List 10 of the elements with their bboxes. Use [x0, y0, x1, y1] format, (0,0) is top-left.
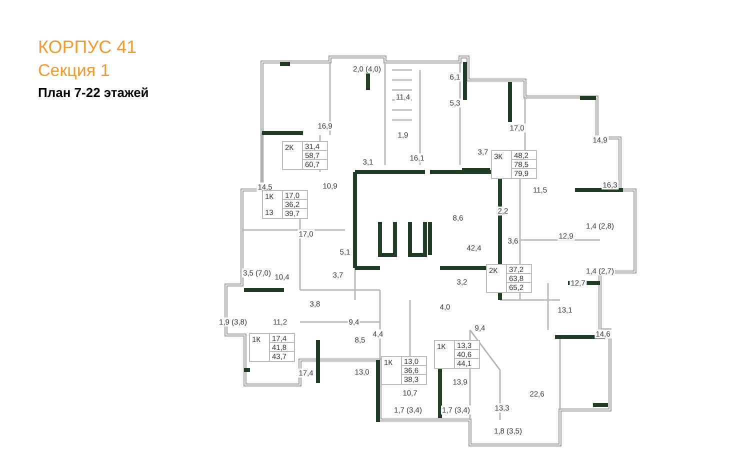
apartment-info-table: [486, 264, 532, 293]
heading: КОРПУС 41: [38, 36, 137, 58]
subheading: Секция 1: [38, 60, 110, 82]
apartment-info-table: [262, 190, 308, 219]
apartment-info-table: [249, 333, 295, 362]
floor-range: План 7-22 этажей: [38, 84, 149, 102]
apartment-info-table: [491, 150, 537, 179]
apartment-info-table: [282, 141, 328, 170]
apartment-info-table: [381, 356, 427, 385]
apartment-info-table: [434, 340, 480, 369]
